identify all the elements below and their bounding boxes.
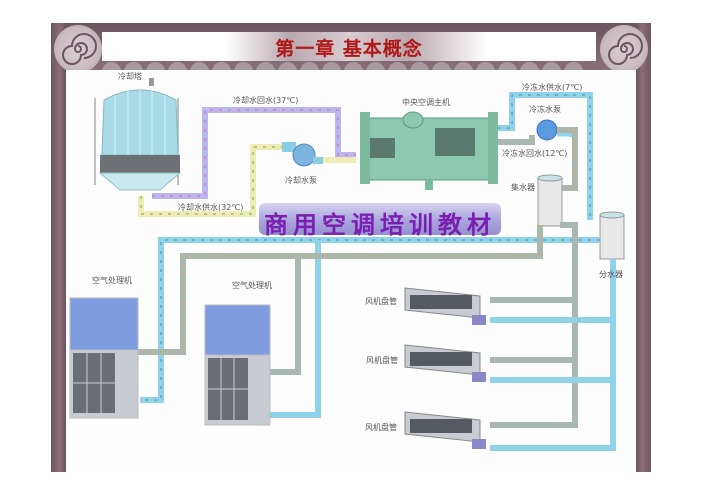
label-ahu-2: 空气处理机 <box>232 281 272 290</box>
fan-coil-2-icon <box>404 344 486 382</box>
cooling-pump-icon <box>282 142 323 167</box>
title-band: 第一章 基本概念 <box>102 32 596 61</box>
label-chiller: 中央空调主机 <box>402 98 450 107</box>
label-chilled-return: 冷冻水回水(12℃) <box>502 149 568 158</box>
slide-frame-left <box>51 23 66 472</box>
label-collector: 集水器 <box>511 183 535 192</box>
slide-frame-right <box>636 23 651 472</box>
label-cooling-pump: 冷却水泵 <box>285 176 317 185</box>
ahu-2-icon <box>204 304 271 426</box>
slide-title: 第一章 基本概念 <box>275 38 423 60</box>
chiller-icon <box>360 111 498 190</box>
distributor-tank-icon <box>599 211 625 260</box>
label-fcu-2: 风机盘管 <box>366 356 398 365</box>
label-cooling-supply: 冷却水供水(32℃) <box>178 203 244 212</box>
fan-coil-1-icon <box>404 287 486 325</box>
banner-text: 商用空调培训教材 <box>264 210 496 239</box>
fan-coil-3-icon <box>404 411 486 449</box>
label-distributor: 分水器 <box>599 270 623 279</box>
scroll-ornament-right-icon <box>600 25 648 73</box>
ahu-1-icon <box>69 297 139 419</box>
label-cooling-tower: 冷却塔 <box>118 72 142 81</box>
label-fcu-1: 风机盘管 <box>365 297 397 306</box>
label-chilled-pump: 冷冻水泵 <box>529 105 561 114</box>
training-banner: 商用空调培训教材 <box>259 203 501 239</box>
label-chilled-supply: 冷冻水供水(7℃) <box>522 83 583 92</box>
label-fcu-3: 风机盘管 <box>365 423 397 432</box>
scroll-ornament-left-icon <box>54 25 102 73</box>
label-ahu-1: 空气处理机 <box>92 276 132 285</box>
cooling-tower-icon <box>94 78 182 191</box>
collector-tank-icon <box>537 174 563 227</box>
label-cooling-return: 冷却水回水(37℃) <box>233 96 299 105</box>
